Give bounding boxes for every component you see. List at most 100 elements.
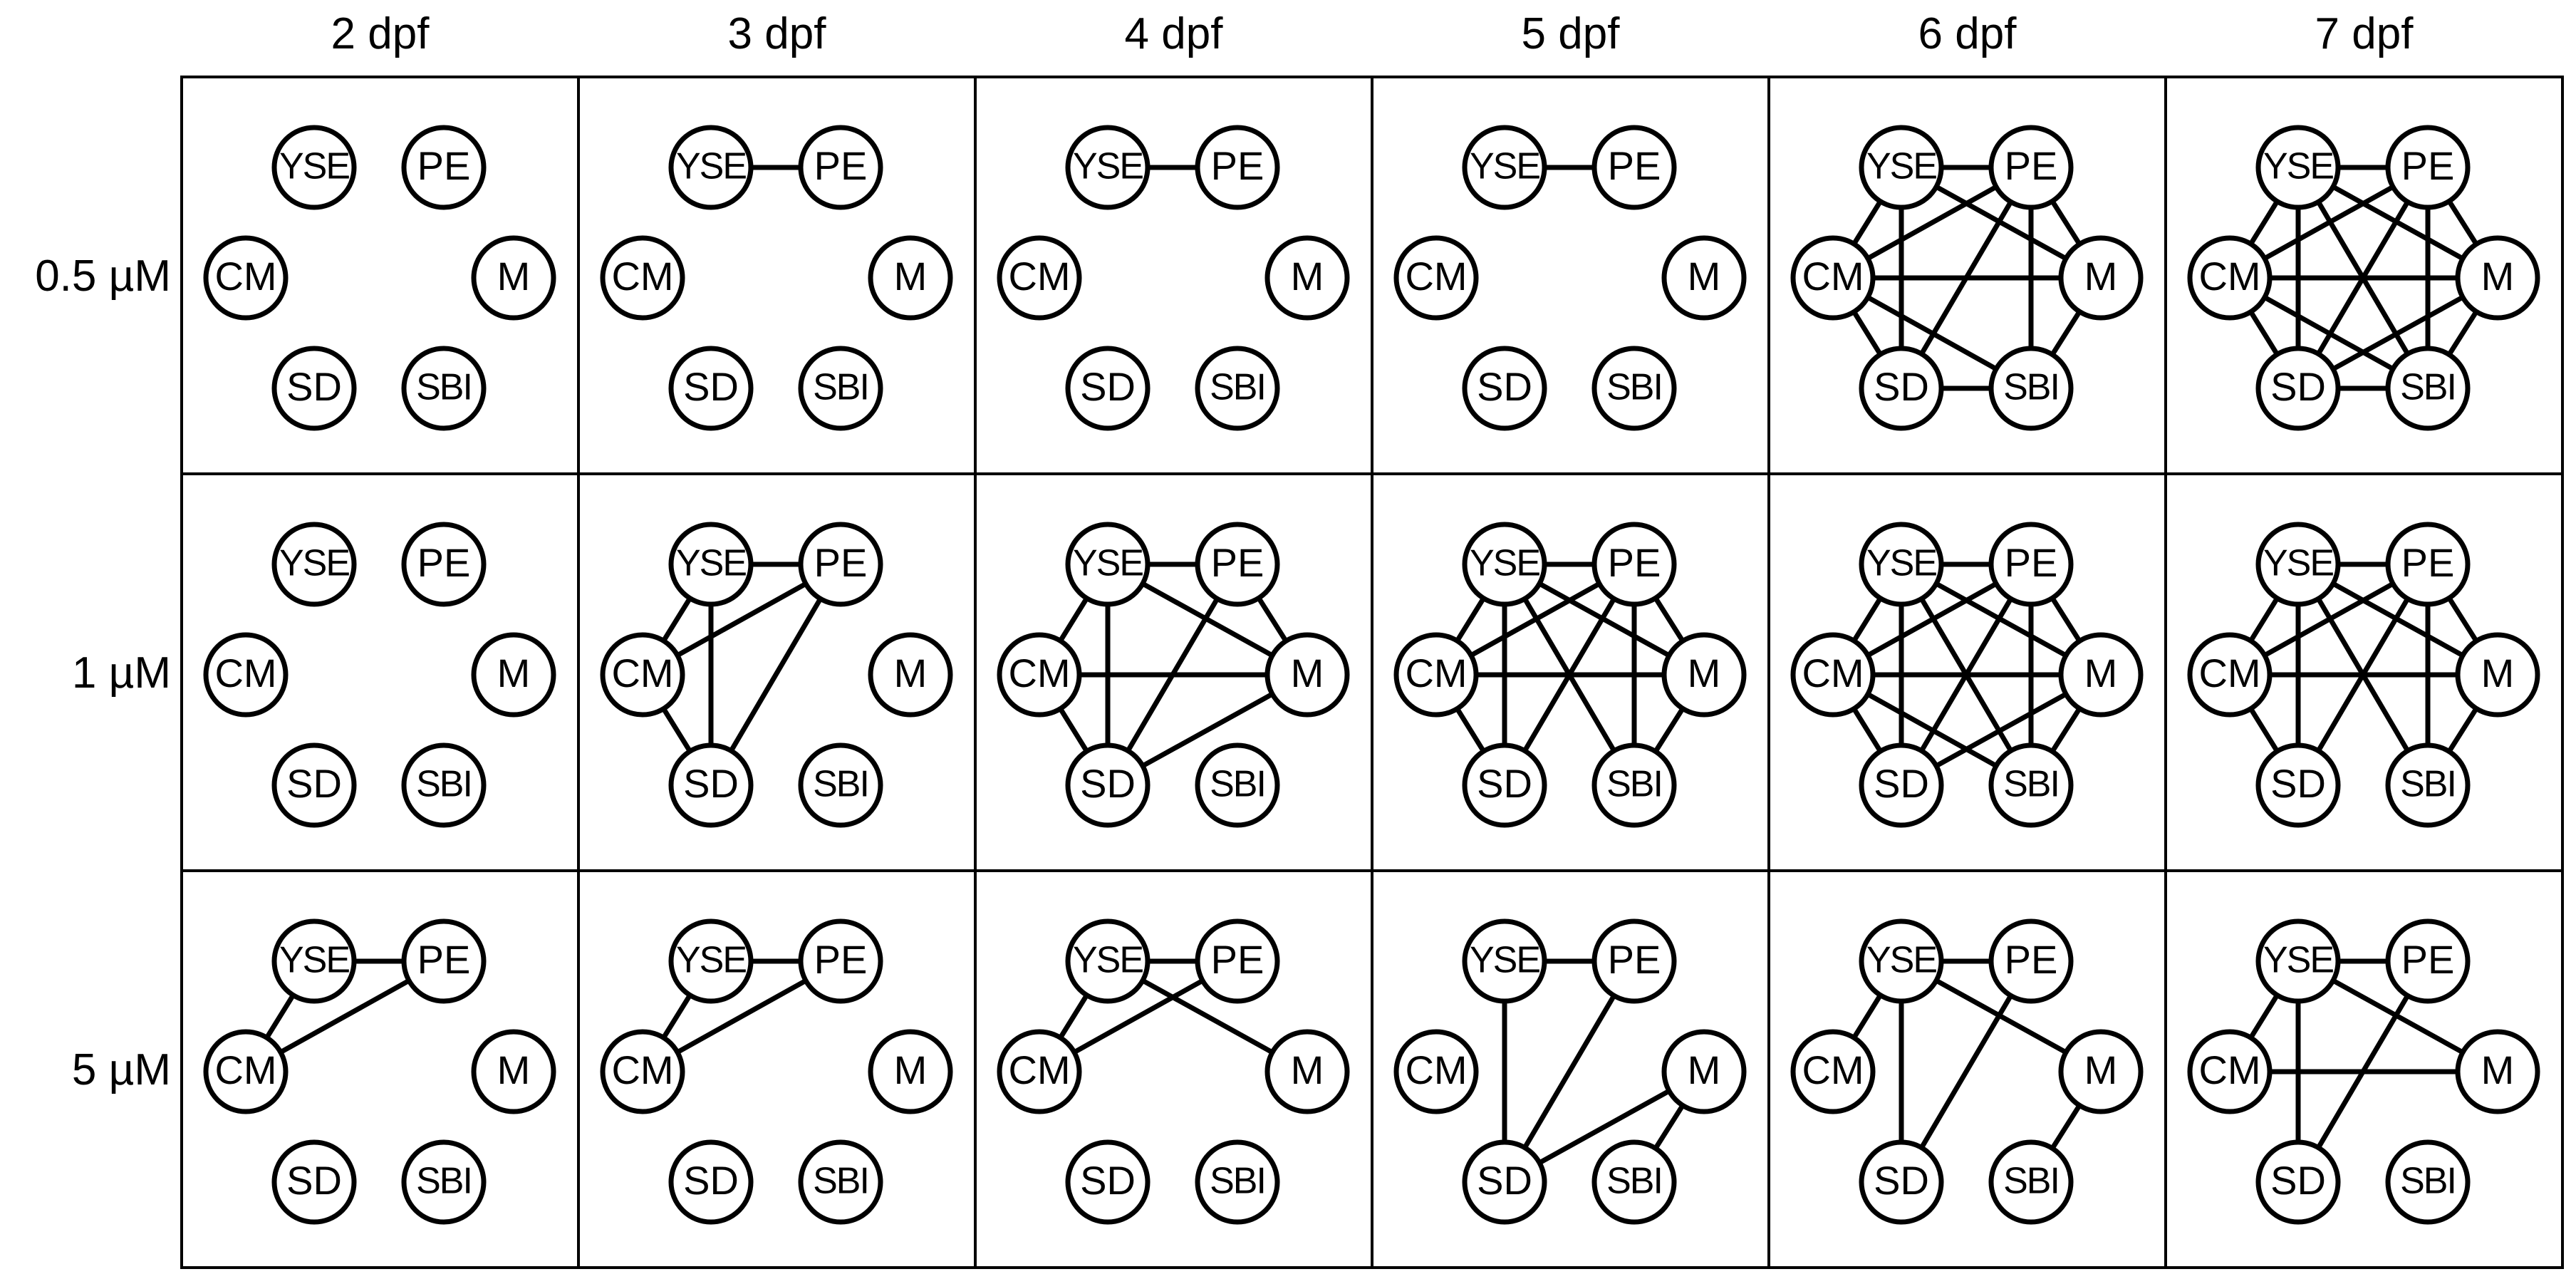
node-sd: SD: [1462, 1139, 1547, 1225]
node-circle: [1859, 346, 1944, 431]
node-label: PE: [1608, 937, 1661, 982]
node-label: SBI: [813, 764, 868, 805]
row-header-1uM: 1 µM: [71, 648, 171, 698]
node-yse: YSE: [1859, 125, 1944, 210]
node-label: SD: [286, 364, 342, 409]
node-circle: [2455, 1029, 2540, 1114]
node-label: CM: [611, 651, 673, 695]
node-label: PE: [2401, 540, 2455, 585]
node-label: SD: [286, 761, 342, 806]
node-circle: [668, 742, 754, 828]
node-circle: [2187, 632, 2273, 718]
node-sbi: SBI: [2385, 1139, 2471, 1225]
node-m: M: [471, 235, 556, 321]
node-label: SD: [1080, 761, 1136, 806]
node-circle: [2187, 235, 2273, 321]
node-label: YSE: [279, 940, 349, 981]
node-circle: [1195, 522, 1280, 607]
node-label: SD: [1874, 1158, 1929, 1203]
node-sd: SD: [271, 346, 357, 431]
node-sd: SD: [2255, 346, 2341, 431]
node-sd: SD: [2255, 742, 2341, 828]
node-label: SBI: [813, 367, 868, 408]
node-circle: [271, 346, 357, 431]
node-label: M: [2481, 651, 2515, 695]
node-circle: [2255, 1139, 2341, 1225]
node-yse: YSE: [1462, 918, 1547, 1004]
node-cm: CM: [997, 632, 1082, 718]
node-circle: [1462, 1139, 1547, 1225]
node-pe: PE: [1591, 125, 1677, 210]
node-circle: [1065, 742, 1151, 828]
node-circle: [203, 235, 289, 321]
node-label: CM: [1008, 1047, 1070, 1092]
node-circle: [2187, 1029, 2273, 1114]
node-label: CM: [2198, 651, 2260, 695]
node-sbi: SBI: [1195, 346, 1280, 431]
node-label: SBI: [2003, 367, 2059, 408]
node-label: CM: [214, 254, 276, 299]
node-label: M: [497, 1047, 531, 1092]
node-label: CM: [214, 651, 276, 695]
node-cm: CM: [997, 235, 1082, 321]
node-sd: SD: [271, 742, 357, 828]
node-sd: SD: [271, 1139, 357, 1225]
node-label: PE: [1608, 143, 1661, 188]
node-label: SBI: [1606, 1161, 1662, 1202]
node-label: YSE: [1866, 543, 1936, 584]
column-header-4dpf: 4 dpf: [1124, 9, 1223, 58]
node-circle: [471, 632, 556, 718]
node-label: M: [1688, 1047, 1721, 1092]
node-circle: [401, 346, 487, 431]
node-label: M: [497, 651, 531, 695]
node-circle: [2255, 742, 2341, 828]
node-label: YSE: [1470, 146, 1539, 187]
node-circle: [1591, 918, 1677, 1004]
node-label: M: [894, 651, 928, 695]
node-circle: [2455, 632, 2540, 718]
node-sd: SD: [1065, 1139, 1151, 1225]
node-circle: [997, 235, 1082, 321]
node-circle: [2255, 522, 2341, 607]
node-label: CM: [214, 1047, 276, 1092]
node-yse: YSE: [271, 918, 357, 1004]
node-circle: [1462, 742, 1547, 828]
node-pe: PE: [1988, 522, 2074, 607]
node-circle: [401, 522, 487, 607]
node-circle: [1195, 125, 1280, 210]
node-pe: PE: [1195, 918, 1280, 1004]
node-label: M: [894, 254, 928, 299]
node-circle: [868, 1029, 953, 1114]
node-circle: [668, 522, 754, 607]
node-label: PE: [814, 540, 868, 585]
node-pe: PE: [401, 918, 487, 1004]
node-circle: [798, 742, 883, 828]
node-label: PE: [814, 143, 868, 188]
node-circle: [997, 632, 1082, 718]
node-label: M: [1291, 1047, 1324, 1092]
node-circle: [2058, 632, 2144, 718]
node-label: YSE: [1866, 940, 1936, 981]
node-label: SBI: [1210, 764, 1265, 805]
node-label: PE: [2401, 937, 2455, 982]
node-label: YSE: [2263, 940, 2333, 981]
node-circle: [471, 1029, 556, 1114]
node-circle: [798, 1139, 883, 1225]
node-circle: [1065, 522, 1151, 607]
node-circle: [2385, 522, 2471, 607]
node-label: M: [2084, 254, 2118, 299]
node-label: CM: [2198, 1047, 2260, 1092]
node-label: M: [1291, 651, 1324, 695]
node-label: YSE: [1073, 543, 1143, 584]
node-circle: [271, 742, 357, 828]
node-sd: SD: [668, 346, 754, 431]
node-pe: PE: [1988, 125, 2074, 210]
node-cm: CM: [1393, 235, 1479, 321]
node-sd: SD: [1065, 742, 1151, 828]
node-cm: CM: [1790, 235, 1876, 321]
